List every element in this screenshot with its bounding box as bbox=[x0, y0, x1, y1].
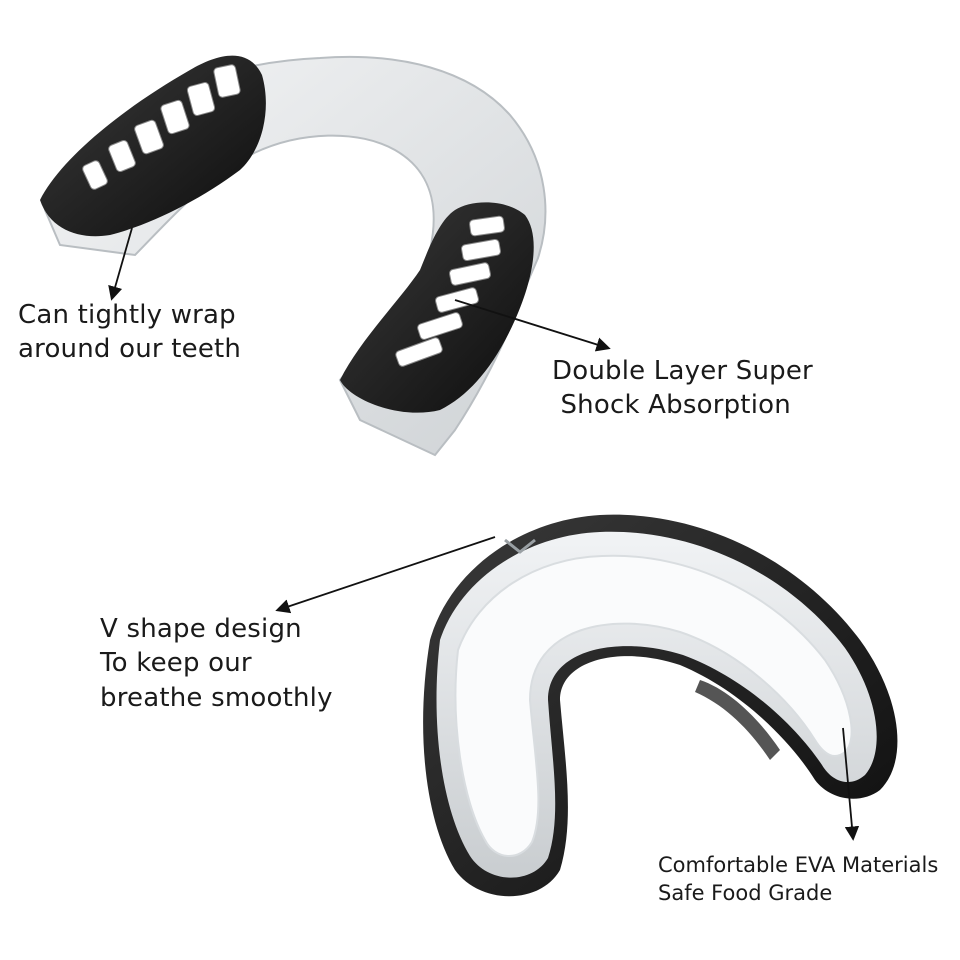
annotation-arrows bbox=[108, 227, 860, 841]
arrow-double-layer bbox=[454, 299, 611, 352]
label-eva-line-1: Comfortable EVA Materials bbox=[658, 853, 939, 877]
label-eva: Comfortable EVA Materials Safe Food Grad… bbox=[658, 852, 938, 907]
top-mouthguard bbox=[40, 55, 547, 457]
label-v-shape-line-2: To keep our bbox=[100, 648, 252, 679]
label-double-layer-line-1: Double Layer Super bbox=[552, 356, 813, 386]
label-wrap-line-1: Can tightly wrap bbox=[18, 300, 236, 330]
label-v-shape-line-1: V shape design bbox=[100, 614, 302, 644]
label-double-layer-line-2: Shock Absorption bbox=[552, 390, 791, 421]
arrow-eva bbox=[842, 727, 860, 841]
label-v-shape-line-3: breathe smoothly bbox=[100, 682, 333, 713]
arrow-v-shape bbox=[275, 536, 496, 614]
label-wrap-line-2: around our teeth bbox=[18, 334, 242, 365]
bottom-white-insert bbox=[454, 554, 853, 857]
label-double-layer: Double Layer Super Shock Absorption bbox=[552, 354, 813, 423]
v-notch bbox=[504, 538, 536, 554]
bottom-mouthguard bbox=[423, 514, 898, 897]
bottom-inner-ridge bbox=[695, 680, 780, 760]
top-right-teeth-slots bbox=[395, 215, 505, 367]
top-left-teeth-slots bbox=[82, 64, 241, 190]
label-wrap: Can tightly wrap around our teeth bbox=[18, 298, 241, 367]
label-v-shape: V shape design To keep our breathe smoot… bbox=[100, 612, 333, 715]
arrow-wrap bbox=[108, 227, 133, 301]
label-eva-line-2: Safe Food Grade bbox=[658, 880, 833, 905]
